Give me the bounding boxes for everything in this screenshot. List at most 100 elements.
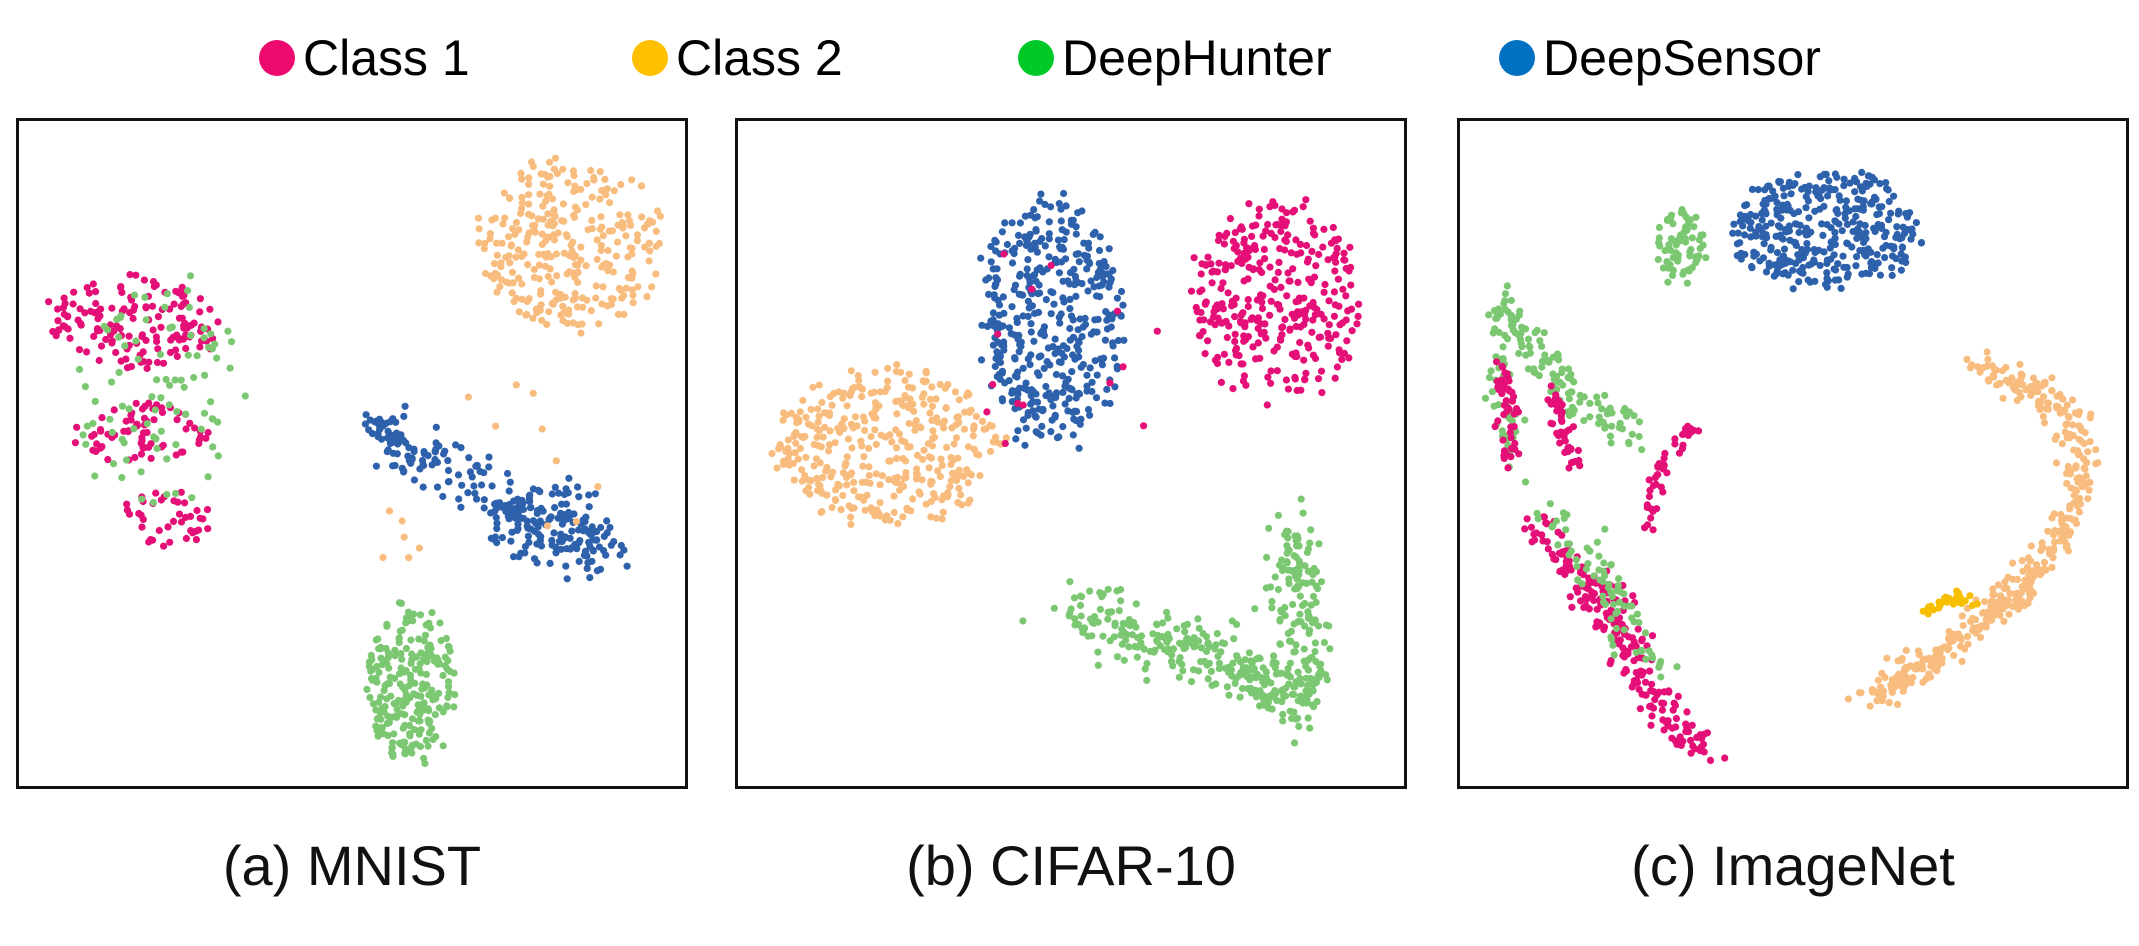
point-class-2 [637,182,646,190]
point-class-2 [2018,582,2026,591]
point-class-2 [2026,386,2034,394]
point-deepsensor [1086,364,1094,372]
point-deepsensor [457,503,465,511]
cluster-deephunter [1533,500,1681,681]
cluster-class-2 [474,154,665,337]
point-deepsensor [1791,180,1799,188]
point-deephunter [138,495,146,503]
point-class-1 [155,526,163,535]
point-class-2 [895,430,903,438]
point-class-2 [508,289,516,297]
plot-frame [1457,118,2129,789]
point-class-1 [70,288,78,296]
point-deephunter [1189,666,1198,674]
point-class-2 [972,412,981,421]
point-deephunter [1609,600,1617,608]
point-class-2 [648,283,656,291]
point-deephunter [1301,622,1309,630]
point-class-1 [1244,296,1252,304]
point-deephunter [1277,687,1286,695]
point-class-1 [1320,315,1328,323]
point-deephunter [1104,615,1112,623]
point-deepsensor [393,450,401,458]
point-class-2 [546,265,554,273]
point-class-1 [1223,333,1231,342]
point-class-2 [544,210,552,218]
point-deepsensor [620,546,628,554]
point-class-2 [2086,438,2094,446]
point-deepsensor [1014,427,1022,435]
point-deephunter [1245,649,1253,657]
point-deephunter [1290,552,1298,560]
point-deepsensor [992,247,1000,255]
point-class-1 [1217,284,1225,293]
point-class-2 [512,381,520,389]
point-deephunter [1598,405,1606,413]
point-deephunter [1117,631,1125,639]
point-deepsensor [1031,243,1039,251]
point-deepsensor [1876,271,1884,279]
point-deephunter [200,325,208,333]
point-deephunter [415,635,423,643]
point-class-2 [794,455,802,463]
point-class-1 [1256,259,1264,267]
point-class-2 [807,477,815,485]
point-class-1 [117,283,125,291]
point-class-2 [1943,645,1951,653]
point-class-2 [952,421,960,429]
point-class-1 [1276,305,1284,313]
point-class-1 [1655,462,1663,470]
point-class-2 [2081,465,2089,473]
point-class-1 [1651,474,1659,482]
point-deephunter [1076,601,1085,609]
point-deephunter [1285,575,1293,583]
point-deephunter [1111,619,1119,627]
point-deepsensor [1069,333,1077,341]
point-class-1 [1344,307,1352,315]
point-deephunter [1485,311,1493,319]
point-class-1 [1301,376,1309,384]
point-class-2 [1844,695,1852,703]
point-class-2 [536,190,544,198]
point-class-2 [505,194,513,202]
point-class-1 [160,542,168,550]
point-class-1 [1140,422,1148,430]
point-class-2 [888,438,896,446]
point-deepsensor [419,483,427,491]
point-class-1 [164,523,172,531]
point-class-2 [787,409,796,417]
point-deepsensor [1111,354,1119,362]
point-class-2 [525,191,533,199]
point-class-2 [1913,661,1921,669]
point-deephunter [1118,625,1126,633]
point-deephunter [377,715,385,723]
point-class-1 [1221,266,1230,274]
point-deephunter [1702,254,1710,262]
point-deephunter [1309,592,1318,600]
point-class-2 [2092,446,2100,454]
point-deephunter [1511,329,1519,337]
point-deephunter [1599,592,1607,600]
point-class-2 [863,491,871,499]
point-deepsensor [1885,197,1893,206]
point-deephunter [1285,637,1294,645]
point-class-2 [796,408,804,416]
point-class-1 [1266,263,1274,271]
point-class-2 [2014,592,2022,600]
point-class-2 [951,388,959,396]
point-deephunter [396,680,404,688]
point-class-1 [195,439,203,448]
point-deepsensor [1098,281,1106,289]
point-deepsensor [1794,171,1802,179]
point-deepsensor [1884,186,1892,194]
point-deephunter [1678,206,1686,214]
point-deephunter [1595,552,1603,560]
point-class-1 [125,332,133,340]
point-class-2 [906,443,914,451]
point-class-1 [1231,229,1239,237]
point-class-2 [2034,388,2042,396]
point-class-2 [837,506,845,514]
point-deephunter [1215,659,1223,667]
point-deephunter [1655,239,1663,247]
point-class-1 [90,332,98,340]
